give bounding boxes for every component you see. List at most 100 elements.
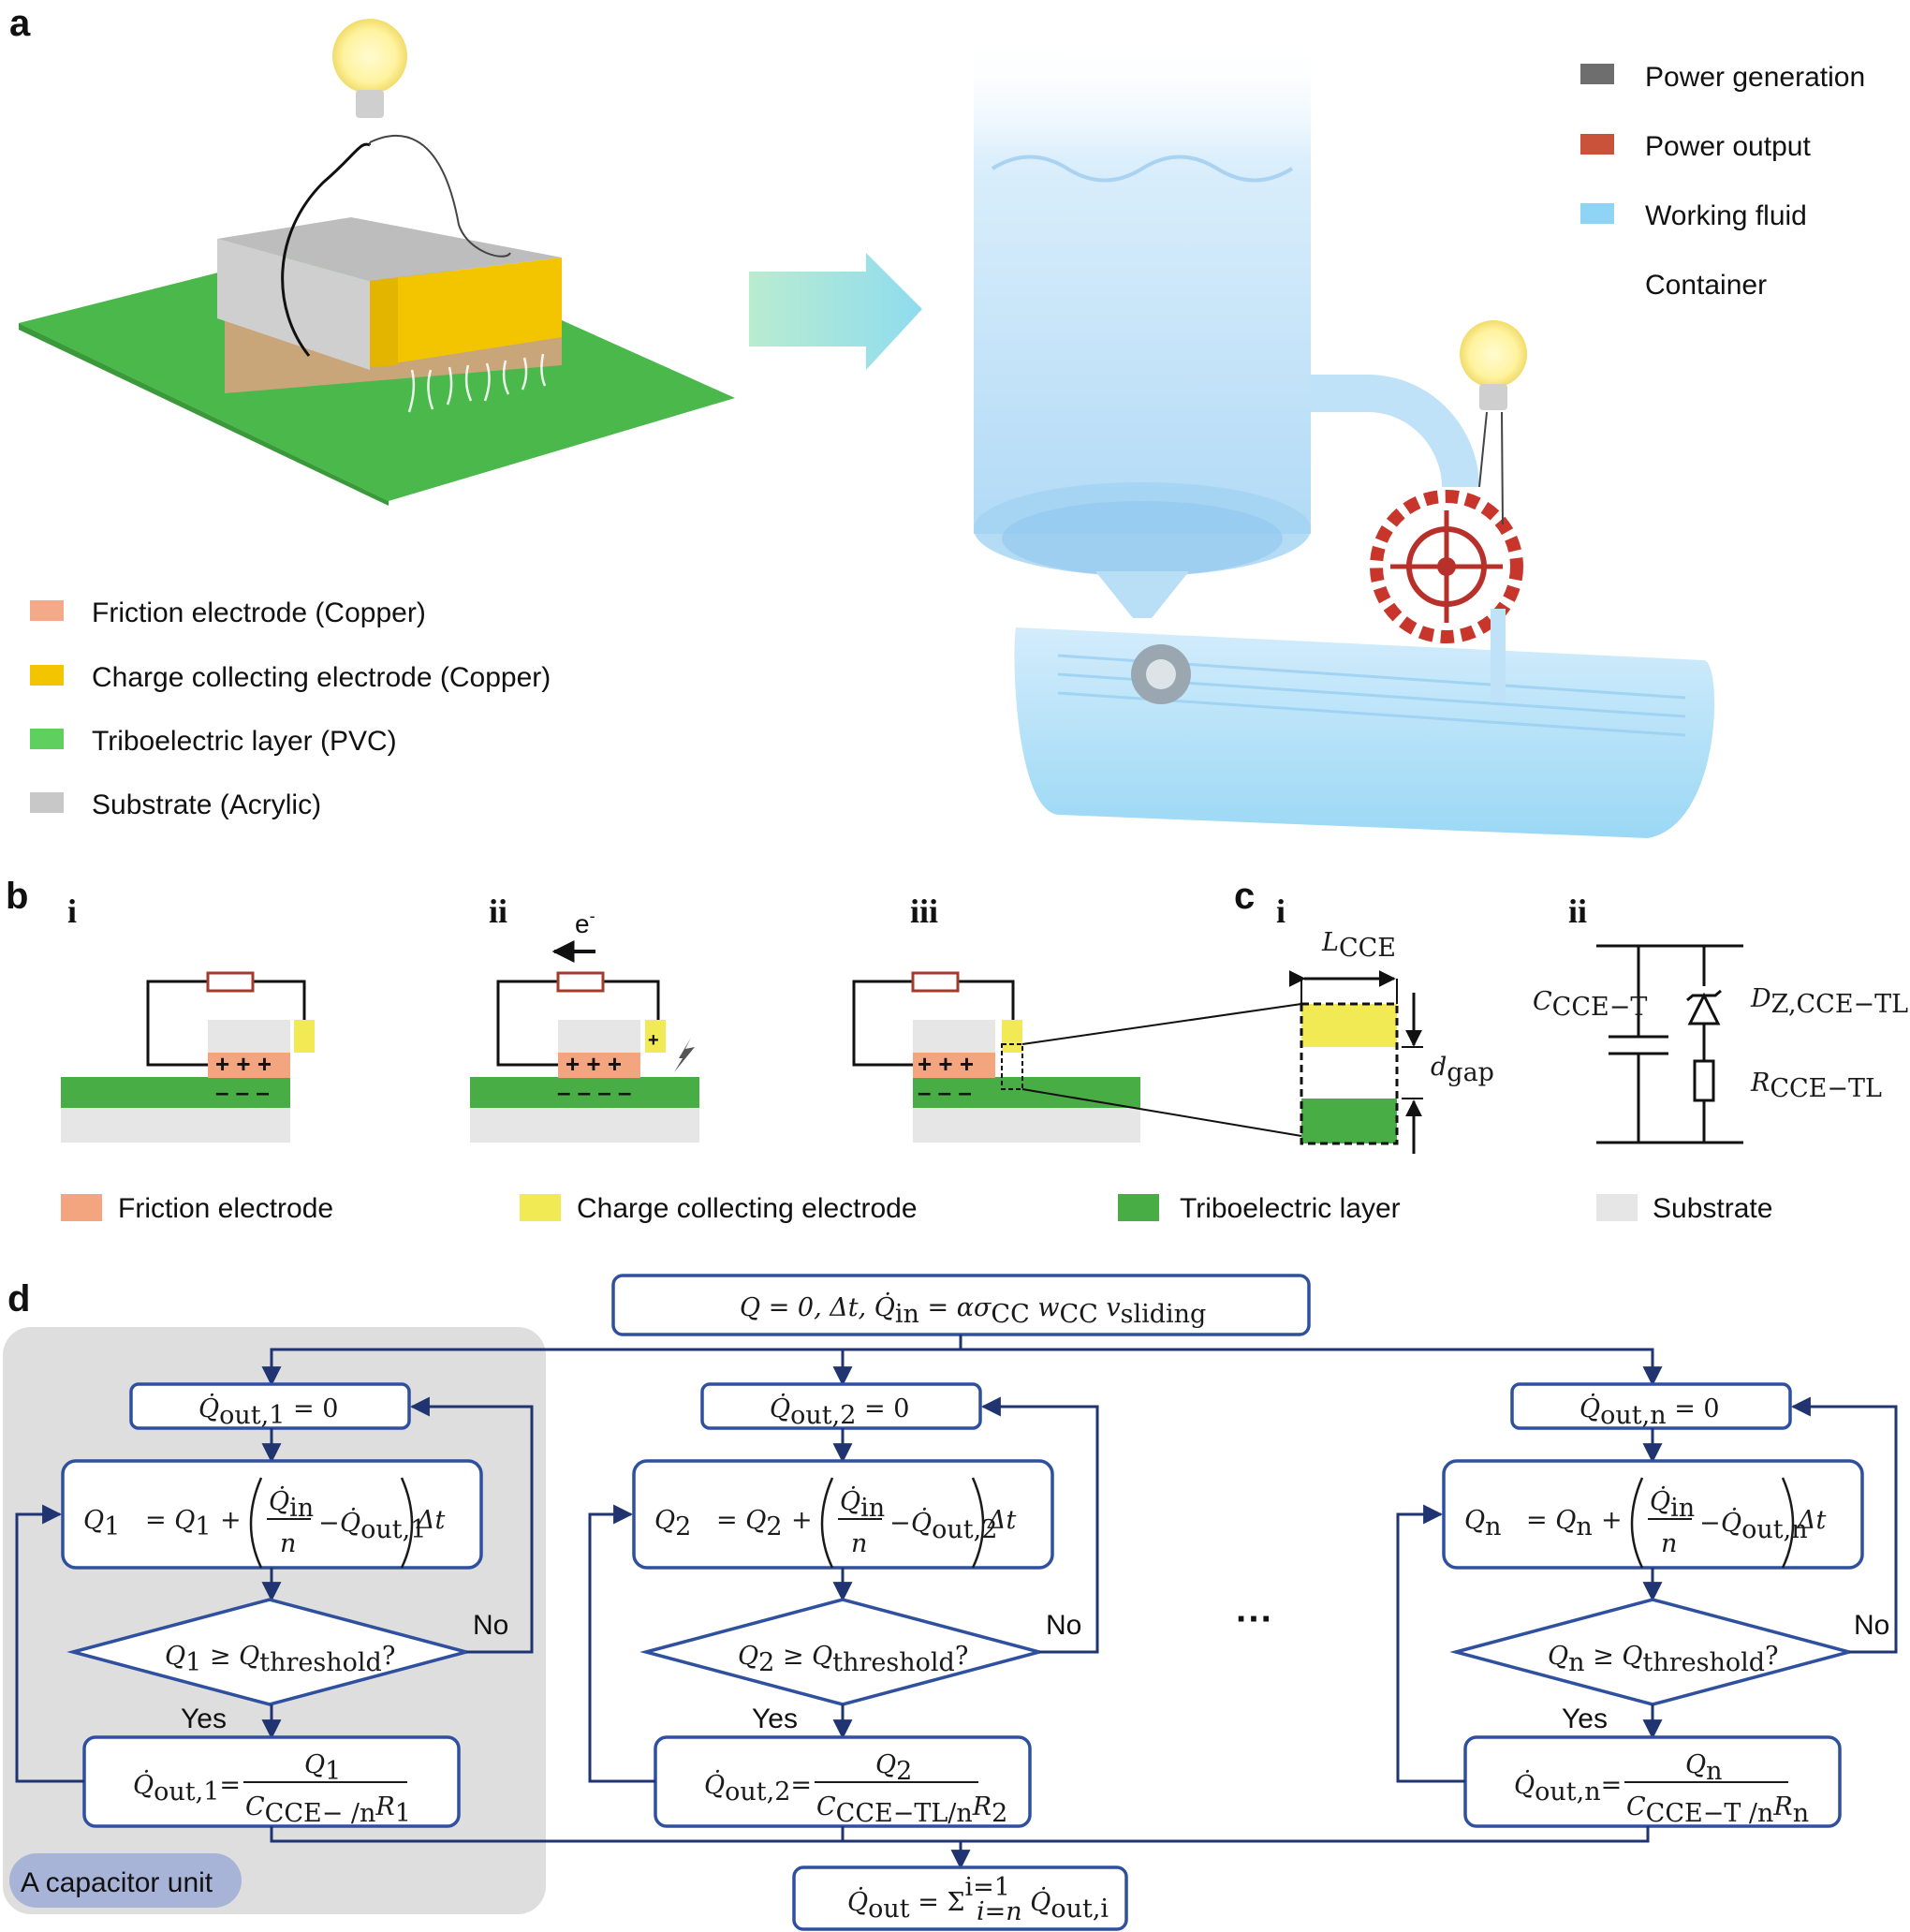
legend-device-materials: Friction electrode (Copper) Charge colle…: [30, 597, 551, 820]
output-denominator: CCCE−T /nRn: [1626, 1792, 1809, 1828]
yes-label: Yes: [752, 1703, 798, 1734]
resistor-label: RCCE−TL: [1750, 1069, 1882, 1103]
panel-label-b: b: [6, 876, 28, 917]
update-output-term: Q̇out,n: [1721, 1507, 1808, 1544]
no-label: No: [1046, 1610, 1081, 1641]
legend-friction-electrode-copper: Friction electrode (Copper): [92, 597, 426, 628]
svg-text:– – – –: – – – –: [557, 1078, 632, 1106]
update-lhs: Q1: [83, 1506, 120, 1541]
minus-sign: −: [1699, 1509, 1721, 1538]
output-denominator: CCCE−TL/nR2: [816, 1792, 1007, 1828]
panel-label-a: a: [9, 3, 31, 44]
legend-substrate: Substrate: [1653, 1193, 1772, 1224]
gap-zoom-detail: LCCE dgap: [1288, 928, 1494, 1154]
reset-equation: Q̇out,n = 0: [1579, 1393, 1720, 1430]
svg-text:+: +: [648, 1030, 659, 1051]
subpanel-b-ii: ii: [489, 892, 507, 930]
init-equation: Q = 0, Δt, Q̇in = ασCC wCC vsliding: [740, 1291, 1206, 1329]
output-numerator: Q1: [304, 1750, 341, 1786]
threshold-condition: Q1 ≥ Qthreshold?: [165, 1642, 395, 1677]
output-lhs: Q̇out,n=: [1514, 1769, 1622, 1807]
time-step: Δt: [987, 1506, 1016, 1535]
legend-friction-electrode: Friction electrode: [118, 1193, 333, 1224]
stage-i-schematic: + + + – – –: [61, 971, 315, 1143]
svg-text:+ + +: + + +: [566, 1050, 622, 1078]
legend-charge-collecting-copper: Charge collecting electrode (Copper): [92, 662, 551, 693]
update-rhs: = Q1: [145, 1506, 212, 1541]
output-lhs: Q̇out,1=: [133, 1769, 241, 1807]
update-lhs: Q2: [654, 1506, 691, 1541]
update-lhs: Qn: [1464, 1506, 1502, 1541]
panel-label-d: d: [7, 1278, 30, 1320]
reset-equation: Q̇out,1 = 0: [198, 1393, 338, 1430]
svg-text:+ + +: + + +: [918, 1050, 974, 1078]
reset-equation: Q̇out,2 = 0: [770, 1393, 909, 1430]
total-output-box: [792, 1866, 1128, 1931]
threshold-condition: Q2 ≥ Qthreshold?: [738, 1642, 968, 1677]
yes-label: Yes: [1562, 1703, 1608, 1734]
legend-power-generation: Power generation: [1645, 62, 1865, 93]
cce-length-label: LCCE: [1321, 928, 1396, 963]
svg-text:– – –: – – –: [918, 1078, 972, 1106]
output-numerator: Q2: [875, 1750, 912, 1786]
threshold-condition: Qn ≥ Qthreshold?: [1548, 1642, 1779, 1677]
no-label: No: [473, 1610, 508, 1641]
update-rhs: = Qn: [1526, 1506, 1593, 1541]
legend-stage-materials: Friction electrode Charge collecting ele…: [61, 1193, 1772, 1224]
subpanel-c-ii: ii: [1568, 892, 1587, 930]
fraction-numerator: Q̇in: [840, 1485, 885, 1523]
fraction-denominator: n: [851, 1529, 867, 1558]
output-numerator: Qn: [1685, 1750, 1723, 1786]
legend-system-parts: Power generation Power output Working fl…: [1580, 62, 1865, 301]
svg-text:+ + +: + + +: [215, 1050, 272, 1078]
more-units-ellipsis: ···: [1236, 1599, 1273, 1640]
yes-label: Yes: [181, 1703, 227, 1734]
equivalent-circuit: CCCE−T DZ,CCE−TL RCCE−TL: [1533, 944, 1908, 1144]
output-lhs: Q̇out,2=: [704, 1769, 812, 1807]
capacitor-label: CCCE−T: [1533, 987, 1647, 1022]
minus-sign: −: [318, 1509, 340, 1538]
fraction-numerator: Q̇in: [1650, 1485, 1695, 1523]
tribo-device-illustration: [19, 19, 735, 506]
legend-charge-collecting-electrode: Charge collecting electrode: [577, 1193, 918, 1224]
gap-distance-label: dgap: [1431, 1053, 1494, 1087]
svg-text:– – –: – – –: [215, 1078, 270, 1106]
time-step: Δt: [1797, 1506, 1826, 1535]
legend-triboelectric-pvc: Triboelectric layer (PVC): [92, 726, 397, 757]
update-output-term: Q̇out,2: [911, 1507, 997, 1544]
diode-label: DZ,CCE−TL: [1750, 984, 1908, 1019]
legend-power-output: Power output: [1645, 131, 1811, 162]
output-denominator: CCCE− /nR1: [245, 1792, 411, 1828]
panel-label-c: c: [1234, 876, 1255, 917]
capacitor-unit-label: A capacitor unit: [21, 1867, 213, 1898]
subpanel-c-i: i: [1276, 892, 1286, 930]
legend-triboelectric-layer: Triboelectric layer: [1180, 1193, 1401, 1224]
plus-sign: +: [791, 1506, 813, 1535]
update-output-term: Q̇out,1: [340, 1507, 426, 1544]
plus-sign: +: [220, 1506, 242, 1535]
fraction-denominator: n: [280, 1529, 296, 1558]
stage-ii-schematic: + + + – – – – + e-: [470, 907, 699, 1143]
stage-iii-schematic: + + + – – –: [852, 971, 1302, 1143]
legend-working-fluid: Working fluid: [1645, 200, 1807, 231]
minus-sign: −: [889, 1509, 911, 1538]
fraction-denominator: n: [1661, 1529, 1677, 1558]
fraction-numerator: Q̇in: [269, 1485, 314, 1523]
capacitor-unit-1: Q̇out,1 = 0 Q1 = Q1 + Q̇in n−Q̇out,1Δt Q1 ≥ Qt…: [15, 1382, 534, 1828]
transition-arrow: [749, 253, 922, 370]
legend-substrate-acrylic: Substrate (Acrylic): [92, 789, 321, 820]
legend-container: Container: [1645, 270, 1767, 301]
update-rhs: = Q2: [716, 1506, 783, 1541]
time-step: Δt: [416, 1506, 445, 1535]
electron-label: e-: [575, 907, 595, 938]
subpanel-b-iii: iii: [910, 892, 938, 930]
capacitor-unit-badge: [9, 1853, 242, 1908]
subpanel-b-i: i: [67, 892, 77, 930]
hydro-system-illustration: [974, 37, 1715, 838]
no-label: No: [1854, 1610, 1889, 1641]
